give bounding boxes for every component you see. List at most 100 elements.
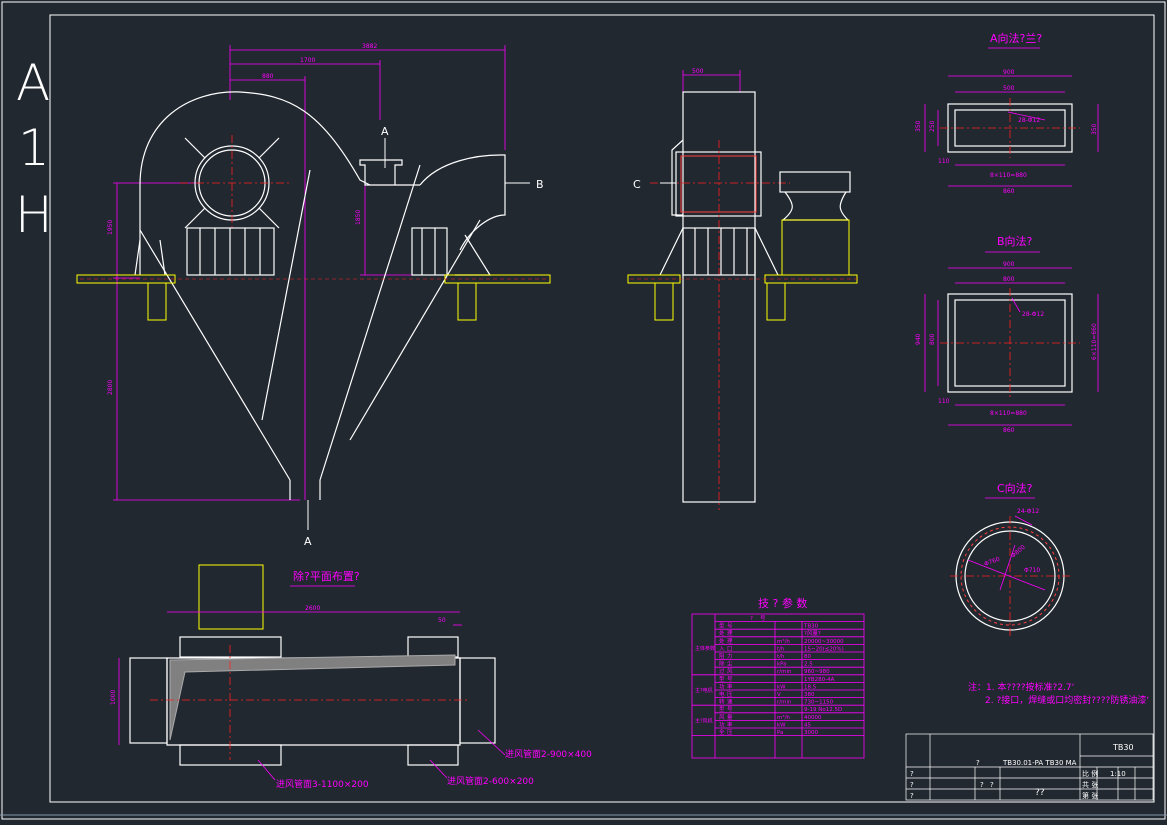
outlet-mark-b: B: [536, 178, 544, 191]
params-cell: 压: [727, 691, 733, 698]
tb-scale-label: 比 例: [1082, 769, 1098, 778]
params-cell: t/h: [777, 654, 785, 660]
params-cell: 率: [727, 682, 733, 690]
view-a-left-h2: 250: [929, 120, 936, 132]
params-cell: 功: [719, 682, 725, 690]
title-block: ? TB30.01-PA TB30 MA TB30 1:10 比 例 共 张 第…: [905, 733, 1154, 801]
params-cell: V: [777, 692, 781, 698]
params-group-label: 主?风机: [695, 717, 713, 724]
params-cell: 除: [719, 660, 725, 668]
tb-row2: ?: [910, 781, 914, 789]
params-cell: 40000: [804, 715, 822, 721]
view-a-spacing-b: 8×110=880: [990, 172, 1027, 179]
view-b-outer-w: 900: [1003, 261, 1015, 268]
view-b-bottom-w: 860: [1003, 427, 1015, 434]
params-cell: 口: [727, 645, 733, 652]
params-header-1: 号: [760, 615, 766, 622]
params-cell: 尘: [727, 660, 733, 668]
params-cell: 45: [804, 722, 811, 728]
params-cell: 80: [804, 654, 811, 660]
dim-height-left: 1950: [107, 220, 114, 235]
params-cell: 风: [719, 714, 725, 721]
params-cell: 9-19 No12.5D: [804, 707, 842, 713]
view-b-left-h: 940: [915, 333, 922, 345]
tb-checker: ?: [990, 781, 994, 789]
params-cell: 电: [719, 690, 725, 698]
params-cell: 3000: [804, 730, 818, 736]
params-cell: 1YB280-4A: [804, 677, 835, 683]
side-dim-top: 500: [692, 68, 704, 75]
tb-scale: 1:10: [1110, 770, 1126, 778]
params-cell: 处: [719, 637, 725, 645]
plan-view: 除?平面布置? 2600 50 1000 进风管面2-900×400 进风管面3…: [110, 564, 592, 790]
params-cell: m³/h: [777, 638, 790, 645]
params-title: 技 ? 参 数: [758, 596, 807, 610]
view-a-flange: A向法?兰? 900 500 350 250 350 28-Φ12 110 8×…: [915, 31, 1099, 195]
plan-callout-3: 进风管面2-600×200: [447, 775, 534, 787]
plan-callout-1: 进风管面3-1100×200: [276, 778, 369, 790]
dim-width-2: 880: [262, 73, 274, 80]
view-a-spacing-s: 110: [938, 158, 950, 165]
view-c-d3: Φ710: [1024, 567, 1040, 574]
tb-row3: ?: [910, 792, 914, 800]
tb-sheet-no: 第 张: [1082, 791, 1098, 800]
params-cell: 转: [719, 698, 725, 706]
view-c-bolts: 24-Φ12: [1017, 508, 1039, 515]
params-cell: 率: [727, 720, 733, 728]
view-b-left-h2: 800: [929, 333, 936, 345]
tb-name: ??: [1035, 788, 1045, 798]
params-cell: kW: [777, 684, 786, 690]
note-line-1: 注：1. 本????按标准?2.7‘: [968, 681, 1075, 693]
tb-header-1: ?: [976, 759, 980, 767]
inlet-mark-c: C: [633, 178, 641, 191]
params-cell: kPa: [777, 662, 787, 668]
side-view: 500 C: [627, 68, 858, 510]
params-cell: 2.5: [804, 662, 813, 668]
view-b-bolts: 28-Φ12: [1022, 311, 1044, 318]
params-cell: 处: [719, 629, 725, 637]
dim-height-mid: 1850: [355, 210, 362, 225]
params-cell: 过: [719, 667, 725, 675]
params-cell: Pa: [777, 730, 783, 736]
size-label-a: A: [16, 54, 50, 112]
plan-title: 除?平面布置?: [293, 569, 360, 583]
params-cell: 全: [719, 728, 725, 736]
section-mark-a-bottom: A: [304, 535, 312, 548]
params-cell: TB30: [803, 624, 819, 630]
params-cell: 960~980: [804, 669, 830, 675]
view-c-flange: C向法? 24-Φ12 Φ760 Φ800 Φ710: [950, 481, 1070, 636]
plan-dim-total: 2600: [305, 605, 320, 612]
params-cell: 380: [804, 692, 815, 698]
params-group-label: 主?电机: [695, 687, 713, 694]
params-cell: 理: [727, 638, 733, 645]
view-b-title: B向法?: [997, 234, 1033, 248]
params-cell: 号: [727, 623, 733, 630]
size-label-1: 1: [18, 119, 50, 177]
params-cell: 15~20(≤20%): [804, 646, 844, 652]
params-cell: kW: [777, 722, 786, 728]
view-a-left-h: 350: [915, 120, 922, 132]
params-cell: 量: [727, 714, 733, 721]
view-a-title: A向法?兰?: [990, 31, 1042, 45]
params-cell: 力: [727, 652, 733, 660]
view-b-flange: B向法? 900 800 940 800 6×110=660 28-Φ12 11…: [915, 234, 1099, 434]
plan-dim-gap: 50: [438, 617, 446, 624]
view-a-inner-w: 500: [1003, 85, 1015, 92]
size-label-h: H: [15, 186, 53, 244]
view-b-inner-w: 800: [1003, 276, 1015, 283]
params-cell: ?风量?: [804, 630, 821, 637]
note-line-2: 2. ?接口，焊缝或口均密封????防锈油漆‘: [985, 694, 1149, 706]
tb-row1: ?: [910, 770, 914, 778]
dim-height-low: 2800: [107, 380, 114, 395]
params-cell: 入: [719, 646, 725, 652]
params-frame: [691, 613, 865, 759]
section-mark-a-top: A: [381, 125, 389, 138]
params-cell: 730~1150: [804, 700, 834, 706]
params-group-label: 主体参数: [695, 645, 715, 652]
params-cell: t/h: [777, 646, 785, 652]
params-cell: 功: [719, 720, 725, 728]
params-cell: 速: [727, 699, 733, 706]
